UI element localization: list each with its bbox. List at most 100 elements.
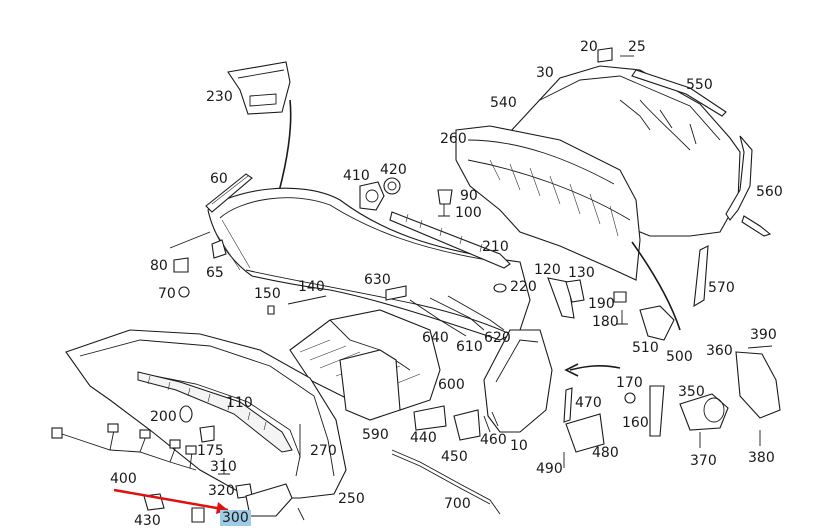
callout-700: 700	[444, 496, 471, 512]
callout-590: 590	[362, 427, 389, 443]
callout-60: 60	[210, 171, 228, 187]
part-bumper-cover-upper	[207, 187, 531, 341]
callout-180: 180	[592, 314, 619, 330]
part-360	[735, 351, 781, 419]
callout-470: 470	[575, 395, 602, 411]
part-175	[199, 425, 215, 443]
part-390	[747, 345, 773, 349]
callout-70: 70	[158, 286, 176, 302]
callout-430: 430	[134, 513, 161, 529]
callout-410: 410	[343, 168, 370, 184]
part-130	[565, 279, 585, 303]
part-110-strip	[137, 371, 293, 453]
part-700-cable	[391, 449, 501, 515]
part-400-harness	[51, 423, 197, 471]
callout-310: 310	[210, 459, 237, 475]
callout-25: 25	[628, 39, 646, 55]
part-20	[597, 47, 613, 63]
callout-270: 270	[310, 443, 337, 459]
part-510	[639, 305, 675, 341]
callout-380: 380	[748, 450, 775, 466]
part-260-carrier	[455, 125, 641, 281]
part-210-strip	[389, 211, 511, 269]
part-430-clip	[191, 507, 205, 523]
callout-160: 160	[622, 415, 649, 431]
callout-600: 600	[438, 377, 465, 393]
callout-80: 80	[150, 258, 168, 274]
part-70	[178, 286, 190, 298]
callout-420: 420	[380, 162, 407, 178]
callout-510: 510	[632, 340, 659, 356]
callout-400: 400	[110, 471, 137, 487]
part-560-strip	[725, 135, 753, 221]
part-90-clip	[437, 189, 453, 205]
part-420-ring-inner	[387, 181, 397, 191]
callout-190: 190	[588, 296, 615, 312]
part-250-pin	[297, 507, 305, 521]
callout-390: 390	[750, 327, 777, 343]
callout-170: 170	[616, 375, 643, 391]
callout-120: 120	[534, 262, 561, 278]
leader-80	[169, 231, 211, 249]
callout-450: 450	[441, 449, 468, 465]
callout-460: 460	[480, 432, 507, 448]
callout-20: 20	[580, 39, 598, 55]
part-410-sensor	[359, 181, 385, 211]
part-60-strip	[205, 173, 253, 213]
callout-100: 100	[455, 205, 482, 221]
part-200	[179, 405, 193, 423]
part-160	[649, 385, 665, 437]
part-170	[624, 392, 636, 404]
leader-510	[631, 241, 681, 331]
part-620-rod	[447, 295, 505, 331]
part-500-lower	[483, 329, 553, 433]
part-350-exhaust	[679, 393, 729, 431]
callout-110: 110	[226, 395, 253, 411]
callout-210: 210	[482, 239, 509, 255]
callout-10: 10	[510, 438, 528, 454]
part-560-end	[741, 215, 772, 237]
part-460	[483, 411, 499, 433]
part-640-rod	[409, 299, 467, 337]
callout-300-highlighted[interactable]: 300	[220, 510, 251, 526]
part-65	[211, 239, 227, 259]
callout-175: 175	[197, 443, 224, 459]
callout-610: 610	[456, 339, 483, 355]
callout-540: 540	[490, 95, 517, 111]
part-590	[339, 349, 401, 421]
callout-350: 350	[678, 384, 705, 400]
part-220	[493, 283, 507, 293]
part-140-rod	[287, 295, 327, 305]
part-570-strip	[693, 245, 709, 308]
part-100-screw	[438, 204, 450, 217]
callout-250: 250	[338, 491, 365, 507]
callout-150: 150	[254, 286, 281, 302]
callout-500: 500	[666, 349, 693, 365]
part-450	[453, 409, 481, 441]
callout-200: 200	[150, 409, 177, 425]
part-480	[565, 413, 605, 453]
callout-260: 260	[440, 131, 467, 147]
callout-620: 620	[484, 330, 511, 346]
callout-140: 140	[298, 279, 325, 295]
part-150	[267, 305, 275, 315]
part-230-panel	[227, 61, 291, 115]
callout-550: 550	[686, 77, 713, 93]
callout-320: 320	[208, 483, 235, 499]
part-630	[385, 285, 407, 301]
part-210-ribs	[405, 213, 483, 253]
callout-90: 90	[460, 188, 478, 204]
arrow-head-360	[564, 363, 579, 377]
callout-640: 640	[422, 330, 449, 346]
part-610-rod	[429, 297, 485, 331]
part-470	[563, 387, 573, 423]
callout-65: 65	[206, 265, 224, 281]
callout-570: 570	[708, 280, 735, 296]
part-440	[413, 405, 447, 431]
part-550-strip	[631, 69, 727, 117]
part-60-detail	[211, 175, 249, 205]
callout-370: 370	[690, 453, 717, 469]
part-180-screw	[616, 310, 628, 325]
callout-130: 130	[568, 265, 595, 281]
